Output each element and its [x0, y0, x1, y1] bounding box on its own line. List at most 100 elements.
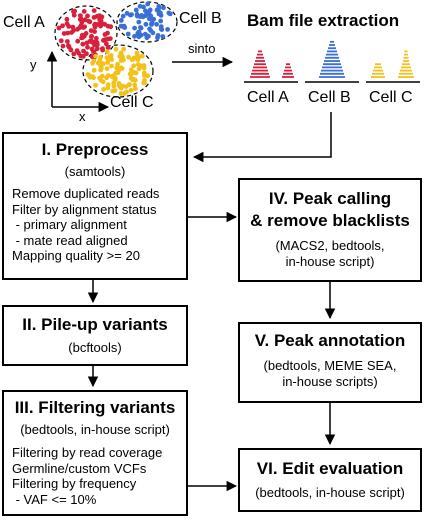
filtering-title: III. Filtering variants	[14, 398, 176, 417]
cell-dot	[118, 65, 124, 71]
cell-dot	[134, 50, 140, 56]
cell-dot	[91, 67, 97, 73]
cell-dot	[93, 39, 99, 44]
cell-dot	[75, 38, 81, 44]
cell-dot	[166, 10, 172, 16]
cell-dot	[68, 47, 74, 53]
preprocess-title: I. Preprocess	[41, 140, 149, 159]
cell-dot	[58, 38, 64, 44]
edit-evaluation-tool: (bedtools, in-house script)	[255, 485, 405, 500]
cell-dot	[136, 29, 142, 35]
cell-dot	[108, 24, 114, 30]
preprocess-steps: Remove duplicated reads Filter by alignm…	[12, 186, 159, 264]
cell-dot	[158, 10, 163, 16]
preprocess-tool: (samtools)	[64, 164, 126, 179]
filtering-tool: (bedtools, in-house script)	[20, 422, 170, 437]
filtering-steps: Filtering by read coverage Germline/cust…	[12, 445, 162, 507]
pileup-tool: (bcftools)	[68, 340, 122, 355]
cell-dot	[104, 75, 109, 81]
cell-dot	[105, 45, 111, 50]
x-axis-label: x	[79, 109, 86, 124]
cell-dot	[110, 88, 116, 94]
cell-dot	[120, 23, 125, 29]
cell-dot	[158, 24, 164, 29]
cell-dot	[60, 23, 65, 29]
cell-dot	[136, 66, 142, 72]
cell-dot	[85, 13, 90, 19]
cell-dot	[75, 26, 80, 32]
cell-dot	[147, 7, 153, 13]
cell-dot	[111, 83, 117, 89]
cell-dot	[104, 49, 110, 55]
cell-dot	[61, 31, 67, 36]
filtering-box: III. Filtering variants (bedtools, in-ho…	[2, 390, 188, 516]
cell-dot	[143, 13, 149, 18]
edit-evaluation-box: VI. Edit evaluation (bedtools, in-house …	[238, 448, 422, 512]
extraction-title: Bam file extraction	[247, 11, 400, 30]
cell-dot	[149, 22, 155, 27]
preprocess-step: Filter by alignment status	[12, 201, 157, 217]
cell-dot	[91, 8, 97, 14]
cell-dot	[136, 19, 142, 25]
cell-dot	[136, 34, 142, 40]
cell-dot	[126, 82, 132, 88]
cell-dot	[56, 25, 62, 31]
cell-dot	[143, 8, 148, 14]
cell-dot	[135, 62, 141, 67]
cell-dot	[88, 34, 94, 40]
peak-calling-box: IV. Peak calling & remove blacklists (MA…	[238, 178, 422, 282]
peak-annotation-box: V. Peak annotation (bedtools, MEME SEA, …	[238, 322, 422, 403]
cell-dot	[118, 18, 124, 23]
preprocess-step: - primary alignment	[12, 217, 127, 232]
cell-a-dots	[56, 8, 114, 60]
cell-dot	[125, 31, 131, 37]
cell-dot	[88, 28, 94, 33]
cell-dot	[100, 61, 106, 67]
cell-dot	[154, 21, 160, 27]
edit-evaluation-title: VI. Edit evaluation	[256, 459, 404, 478]
cell-dot	[82, 24, 87, 30]
cell-dot	[64, 16, 70, 22]
cell-dot	[105, 85, 111, 91]
cell-dot	[132, 82, 138, 88]
bam-label-a: Cell A	[247, 89, 289, 106]
cell-dot	[141, 73, 147, 78]
peak-calling-tool: (MACS2, bedtools, in-house script)	[240, 238, 420, 270]
cell-dot	[116, 68, 121, 74]
cell-dot	[71, 12, 77, 18]
cell-dot	[89, 46, 95, 52]
cell-dot	[81, 48, 86, 54]
cell-dot	[87, 19, 93, 25]
cell-dot	[98, 67, 103, 73]
cell-dot	[155, 35, 160, 41]
cell-dot	[165, 27, 171, 32]
cell-dot	[128, 87, 134, 93]
peak-annotation-title: V. Peak annotation	[254, 331, 406, 350]
cell-dot	[90, 60, 95, 66]
cell-dot	[145, 1, 151, 7]
cell-dot	[141, 65, 147, 71]
cell-dot	[82, 33, 87, 39]
cell-dot	[79, 19, 85, 25]
cell-dot	[85, 44, 90, 50]
sinto-label: sinto	[188, 41, 216, 56]
cell-dot	[98, 23, 103, 28]
cell-dot	[102, 37, 108, 42]
cell-dot	[107, 36, 113, 41]
cell-dot	[126, 54, 131, 60]
cell-dot	[154, 7, 160, 13]
cell-dot	[98, 77, 104, 83]
cell-dot	[93, 53, 98, 59]
cell-dot	[118, 58, 124, 63]
cell-dot	[104, 41, 109, 47]
cell-dot	[131, 76, 137, 82]
cell-dot	[142, 80, 148, 86]
cell-dot	[105, 30, 110, 36]
cell-dot	[133, 7, 139, 13]
cell-dot	[84, 40, 90, 46]
cell-dot	[92, 22, 97, 28]
peak-calling-tool-line2: in-house script)	[285, 254, 375, 269]
cell-dot	[101, 86, 106, 92]
cell-dot	[78, 53, 84, 59]
